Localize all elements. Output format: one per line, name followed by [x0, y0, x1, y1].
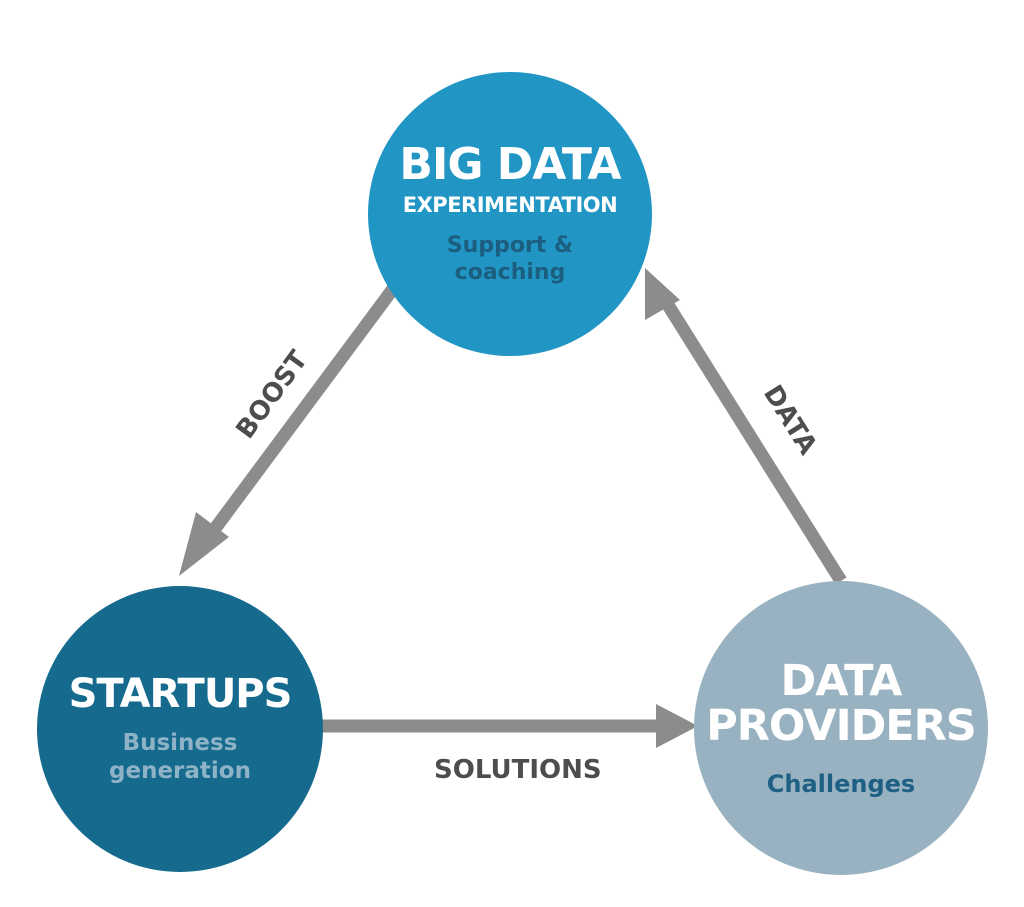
startups-node: STARTUPS Business generation: [37, 586, 323, 872]
data-providers-detail: Challenges: [766, 770, 916, 798]
big-data-detail-line2: coaching: [454, 259, 566, 285]
big-data-detail-line1: Support &: [446, 233, 574, 259]
data-providers-title-line1: DATA: [780, 656, 903, 706]
big-data-node: BIG DATA EXPERIMENTATION Support & coach…: [368, 72, 652, 356]
boost-arrow-shaft: [205, 274, 407, 538]
data-arrow-shaft: [662, 301, 847, 585]
boost-arrowhead: [179, 512, 229, 576]
startups-detail-line1: Business: [122, 729, 238, 756]
big-data-title: BIG DATA: [399, 139, 621, 191]
data-providers-title-line2: PROVIDERS: [706, 701, 976, 751]
data-arrowhead: [645, 268, 680, 320]
big-data-subtitle: EXPERIMENTATION: [402, 193, 618, 218]
startups-title: STARTUPS: [68, 670, 293, 717]
solutions-arrow: [322, 704, 698, 748]
startups-detail-line2: generation: [109, 758, 251, 784]
boost-arrow: [179, 274, 407, 576]
solutions-label: SOLUTIONS: [434, 755, 602, 785]
solutions-arrowhead: [656, 704, 698, 748]
data-providers-node: DATA PROVIDERS Challenges: [694, 581, 988, 875]
data-arrow: [645, 268, 847, 585]
